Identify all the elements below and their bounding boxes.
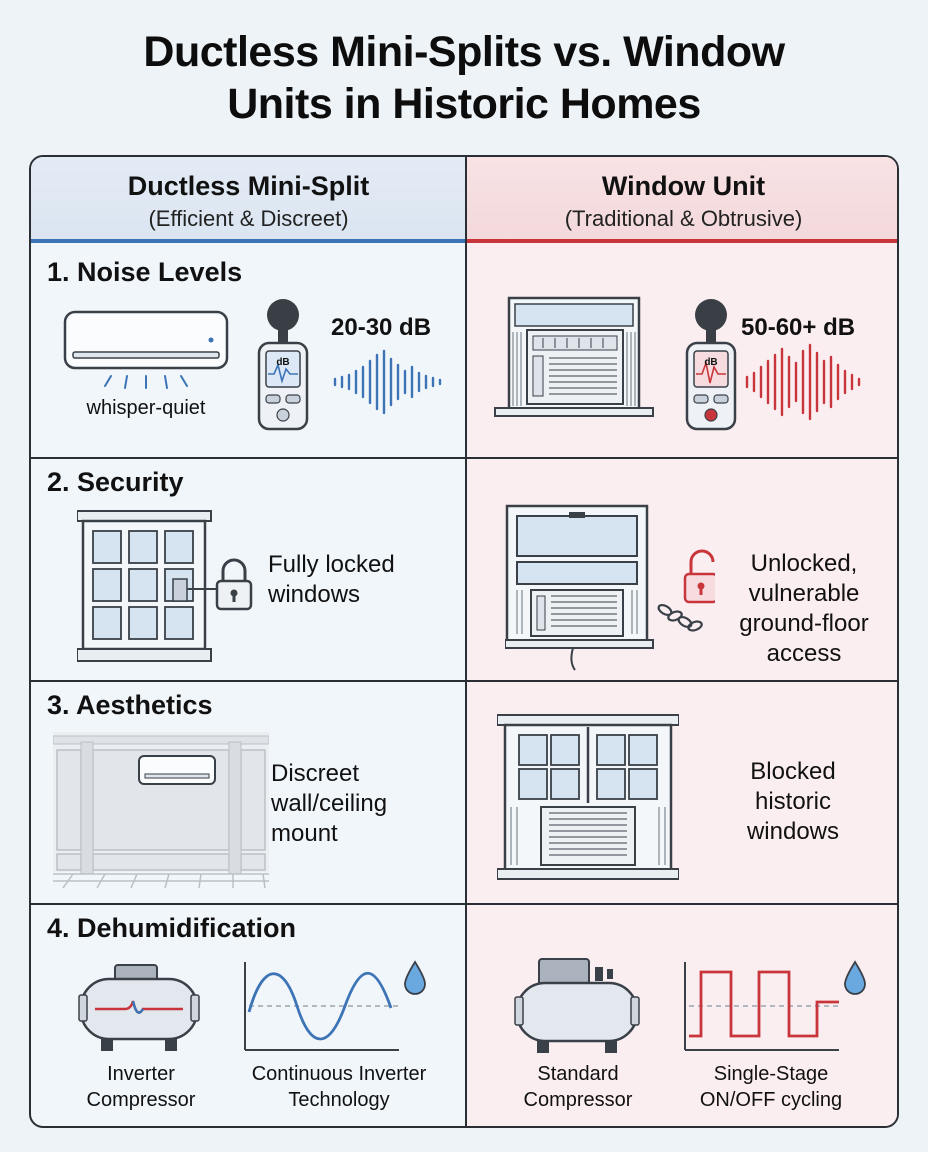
standard-compressor-label: Standard Compressor: [523, 1063, 633, 1111]
on-off-cycling-label: Single-Stage ON/OFF cycling: [699, 1063, 843, 1111]
meter-label: dB: [276, 357, 290, 368]
standard-compressor-icon: [514, 958, 640, 1053]
decibel-meter-loud-icon: [685, 299, 737, 431]
aesthetics-window-unit-text: Blocked historic windows: [746, 758, 840, 845]
section-title-dehumidification: 4. Dehumidification: [47, 913, 297, 943]
db-value-mini-split: 20-30 dB: [331, 314, 432, 341]
header-window-unit: Window Unit (Traditional & Obtrusive): [466, 157, 897, 243]
on-off-cycling-chart-icon: [684, 960, 866, 1051]
header-mini-split: Ductless Mini-Split (Efficient & Discree…: [31, 157, 466, 243]
locked-window-icon: [77, 510, 253, 662]
security-mini-split-text: Fully locked windows: [268, 551, 395, 608]
blocked-window-icon: [497, 714, 679, 880]
inverter-compressor-icon: [78, 964, 200, 1051]
unlocked-window-unit-icon: [505, 504, 715, 671]
wall-mounted-unit-room-icon: [53, 732, 269, 888]
page-title: Ductless Mini-Splits vs. Window Units in…: [143, 28, 785, 128]
loud-soundwave-icon: [745, 343, 861, 421]
meter-label-loud: dB: [704, 357, 718, 368]
comparison-board: Ductless Mini-Split (Efficient & Discree…: [29, 155, 899, 1128]
section-title-aesthetics: 3. Aesthetics: [47, 690, 213, 720]
inverter-compressor-label: Inverter Compressor: [86, 1063, 196, 1111]
decibel-meter-icon: [257, 299, 309, 431]
continuous-wave-chart-icon: [244, 960, 426, 1051]
section-title-noise: 1. Noise Levels: [47, 257, 243, 287]
quiet-soundwave-icon: [333, 349, 442, 415]
section-title-security: 2. Security: [47, 467, 184, 497]
continuous-inverter-label: Continuous Inverter Technology: [251, 1063, 427, 1111]
security-window-unit-text: Unlocked, vulnerable ground-floor access: [739, 550, 869, 667]
db-value-window-unit: 50-60+ dB: [741, 314, 856, 341]
caption-whisper-quiet: whisper-quiet: [86, 397, 206, 419]
mini-split-unit-icon: [63, 310, 229, 389]
aesthetics-mini-split-text: Discreet wall/ceiling mount: [271, 760, 388, 847]
window-unit-icon: [494, 296, 654, 417]
